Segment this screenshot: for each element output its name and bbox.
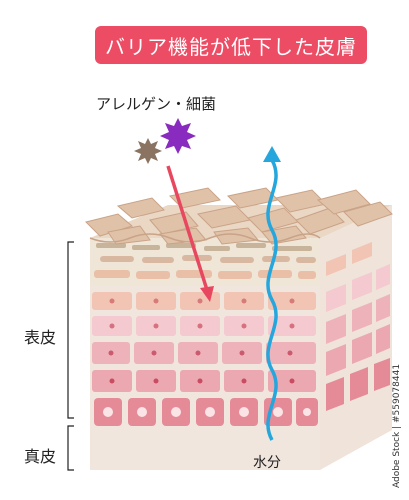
title-text: バリア機能が低下した皮膚 <box>105 34 357 59</box>
water-label: 水分 <box>253 455 281 471</box>
surface-edge <box>89 233 321 243</box>
spinous-cells-row4 <box>92 370 316 392</box>
allergen-label: アレルゲン・細菌 <box>96 95 217 113</box>
allergen-particle-purple-icon <box>160 118 196 154</box>
epidermis-label: 表皮 <box>24 328 57 347</box>
water-arrow-head <box>263 146 281 162</box>
basal-cells-row <box>94 398 318 426</box>
allergen-arrow-head <box>200 286 214 302</box>
side-face-cells <box>326 242 390 411</box>
dermis-bracket <box>67 425 74 471</box>
spinous-cells-row1 <box>92 292 316 310</box>
epidermis-bracket <box>67 241 74 419</box>
spinous-cells-row2 <box>92 316 316 336</box>
allergen-particle-brown-icon <box>134 138 162 164</box>
title-banner: バリア機能が低下した皮膚 <box>95 26 367 64</box>
watermark-text: Adobe Stock | #559078441 <box>392 363 402 488</box>
dermis-label: 真皮 <box>24 447 57 466</box>
spinous-cells-row3 <box>92 342 316 364</box>
water-arrow <box>266 159 278 441</box>
allergen-arrow <box>166 165 209 291</box>
